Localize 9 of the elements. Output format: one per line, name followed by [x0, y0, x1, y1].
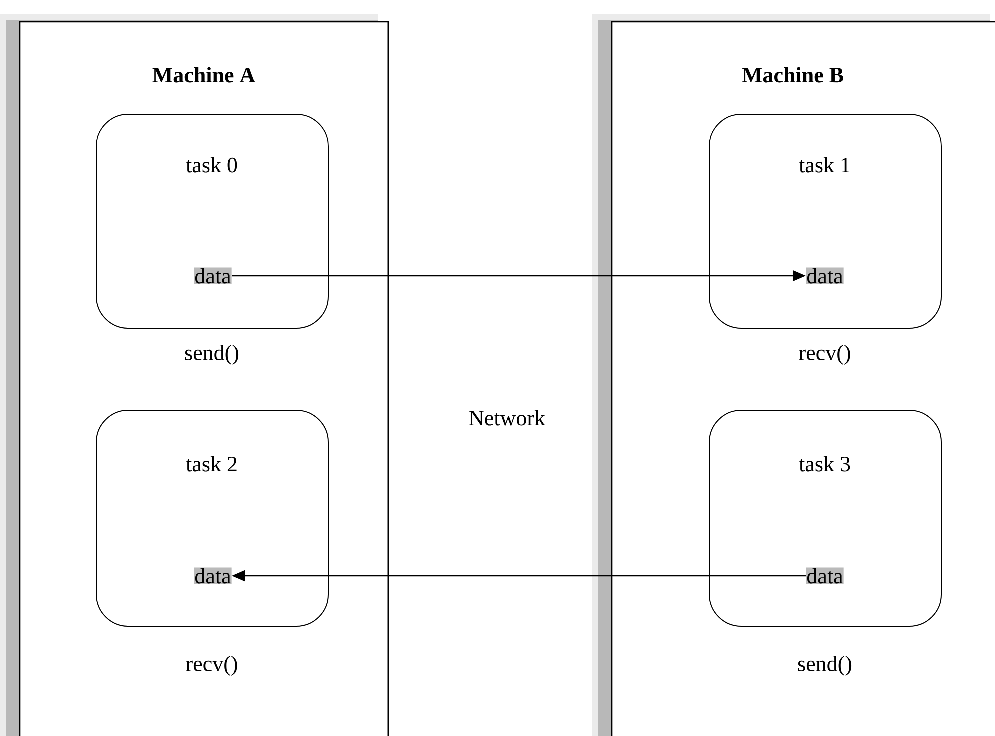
function-call: recv()	[186, 656, 238, 676]
function-call: recv()	[799, 345, 850, 365]
data-label: data	[806, 268, 844, 284]
function-call: send()	[798, 656, 852, 676]
data-label: data	[194, 268, 232, 284]
data-label: data	[194, 568, 232, 584]
data-label: data	[806, 568, 844, 584]
network-label: Network	[469, 410, 546, 426]
function-call: send()	[185, 345, 239, 365]
